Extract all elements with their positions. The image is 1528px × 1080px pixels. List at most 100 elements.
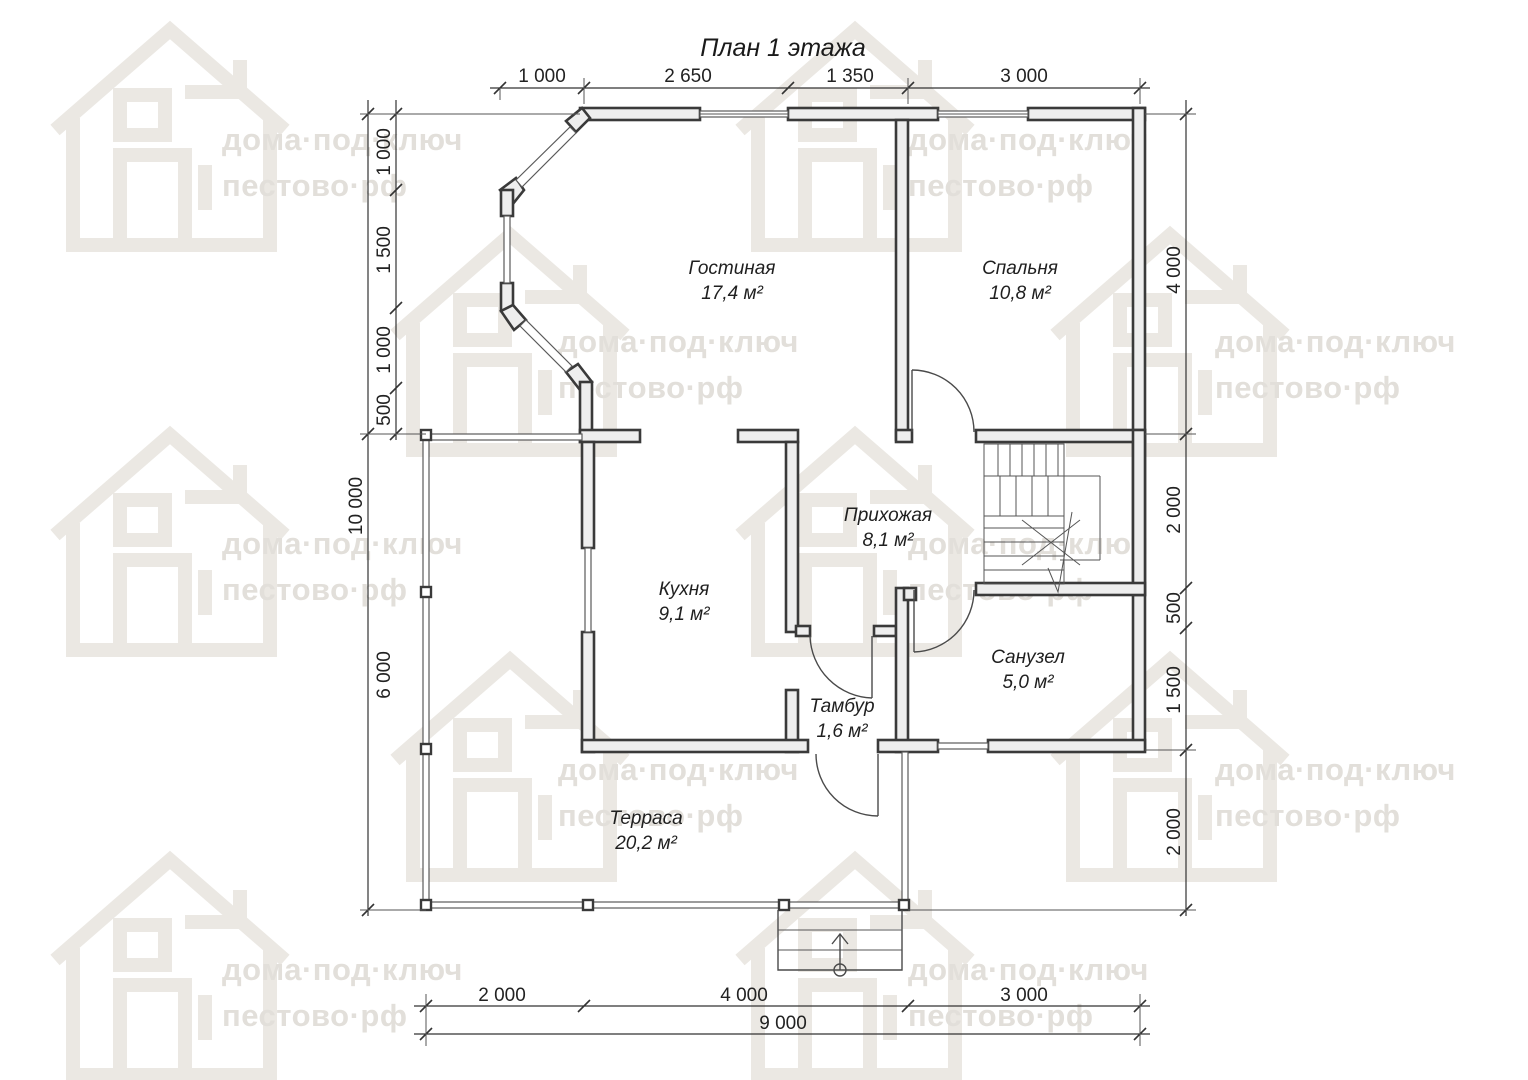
wall-bedroom-stub [894,428,914,444]
window-bathroom [937,742,989,750]
room-bathroom-area: 5,0 м² [1002,672,1054,693]
wall-bathroom-stub [902,586,918,602]
terrace-post [419,742,433,756]
door-bedroom-swing [911,369,975,433]
watermark-line1: дома·под·ключ [222,122,463,157]
plan-title: План 1 этажа [700,34,866,62]
dim-left-terrace: 6 000 [374,651,395,699]
room-hallway-area: 8,1 м² [862,530,914,551]
watermark-line1: дома·под·ключ [222,952,463,987]
dim-right-2: 2 000 [1164,486,1185,534]
dim-bottom-3: 3 000 [1000,985,1048,1006]
dimensions-top: 1 000 2 650 1 350 3 000 [490,66,1150,104]
wall-kitchen-bottom [580,738,810,754]
dim-top-2: 2 650 [664,66,712,87]
wall-top-left [578,106,702,122]
watermark-line2: пестово·рф [222,168,407,203]
wall-top-right [1026,106,1147,122]
terrace-post [777,898,791,912]
terrace-bottom-rail [425,901,905,909]
room-living-area: 17,4 м² [701,283,763,304]
dim-left-inner-3: 1 000 [374,326,395,374]
wall-kitchen-left-lower [580,630,596,754]
room-hallway-name: Прихожая [844,505,932,526]
stair-outline [983,443,1065,585]
dim-left-inner-4: 500 [374,394,395,426]
room-labels: Гостиная 17,4 м² Спальня 10,8 м² Прихожа… [609,258,1065,854]
dim-right-1: 4 000 [1164,246,1185,294]
wall-bathroom-bottom-left [876,738,940,754]
window-bay-diagonal-lower [519,319,573,373]
room-terrace-area: 20,2 м² [614,833,677,854]
terrace-post [419,428,433,442]
wall-bathroom-top [974,581,1147,597]
room-vestibule-area: 1,6 м² [816,721,868,742]
dim-right-3: 500 [1164,592,1185,624]
room-bedroom-area: 10,8 м² [989,283,1051,304]
watermark-line2: пестово·рф [222,572,407,607]
dim-bottom-total: 9 000 [759,1013,807,1034]
terrace-left-rail [422,439,430,905]
window-kitchen [584,547,592,633]
room-bedroom-name: Спальня [982,258,1058,279]
watermark-line1: дома·под·ключ [1215,752,1456,787]
bay-wall-top [564,106,592,134]
watermark-text: дома·под·ключ пестово·рф дома·под·ключ п… [222,122,1456,1033]
wall-bathroom-bottom-right [986,738,1147,754]
watermark-line2: пестово·рф [558,798,743,833]
room-kitchen-area: 9,1 м² [658,604,710,625]
door-bathroom-swing [913,589,975,653]
wall-bedroom-left [894,118,910,442]
dimensions-left: 1 000 1 500 1 000 500 10 000 6 000 [346,100,580,917]
dim-right-4: 1 500 [1164,666,1185,714]
watermark-line1: дома·под·ключ [1215,324,1456,359]
watermark-line2: пестово·рф [1215,370,1400,405]
terrace-post [897,898,911,912]
watermark-line1: дома·под·ключ [908,526,1149,561]
room-terrace-name: Терраса [609,808,682,829]
entry-arrow-icon [831,932,849,945]
room-vestibule-name: Тамбур [809,696,874,717]
window-bay-side [503,215,511,284]
watermark-line1: дома·под·ключ [558,324,799,359]
doors [809,369,975,817]
watermark-line1: дома·под·ключ [908,952,1149,987]
dim-left-inner-2: 1 500 [374,226,395,274]
wall-kitchen-left-upper [580,440,596,550]
porch-steps [777,910,903,977]
room-living-name: Гостиная [689,258,776,279]
watermark-line1: дома·под·ключ [222,526,463,561]
dim-right-5: 2 000 [1164,808,1185,856]
watermark-layer: дома·под·ключ пестово·рф дома·под·ключ п… [55,30,1456,1075]
windows [503,110,1029,750]
watermark-line1: дома·под·ключ [908,122,1149,157]
dim-left-total: 10 000 [346,477,367,535]
door-tambur-inner-swing [809,635,873,699]
wall-stair-top [974,428,1147,444]
terrace-post [419,585,433,599]
dim-top-4: 3 000 [1000,66,1048,87]
watermark-line2: пестово·рф [908,168,1093,203]
terrace [419,428,911,912]
watermark-line2: пестово·рф [908,998,1093,1033]
dimensions-bottom: 2 000 4 000 3 000 9 000 [414,985,1150,1046]
terrace-top-rail [425,433,583,441]
wall-kitchen-top-left [578,428,642,444]
wall-tambur-stub-right [872,624,898,638]
wall-kitchen-top-right [736,428,800,444]
room-bathroom-name: Санузел [991,647,1065,668]
dim-top-1: 1 000 [518,66,566,87]
room-kitchen-name: Кухня [659,579,710,600]
bay-wall-upper-stub [499,188,515,218]
wall-kitchen-right [784,440,800,634]
watermark-line1: дома·под·ключ [558,752,799,787]
dim-top-3: 1 350 [826,66,874,87]
dimensions-right: 4 000 2 000 500 1 500 2 000 [908,100,1196,917]
wall-bathroom-left [894,586,910,754]
dim-bottom-1: 2 000 [478,985,526,1006]
wall-top-middle [786,106,940,122]
dim-left-inner-1: 1 000 [374,128,395,176]
window-bay-diagonal-upper [515,126,577,188]
dim-bottom-2: 4 000 [720,985,768,1006]
